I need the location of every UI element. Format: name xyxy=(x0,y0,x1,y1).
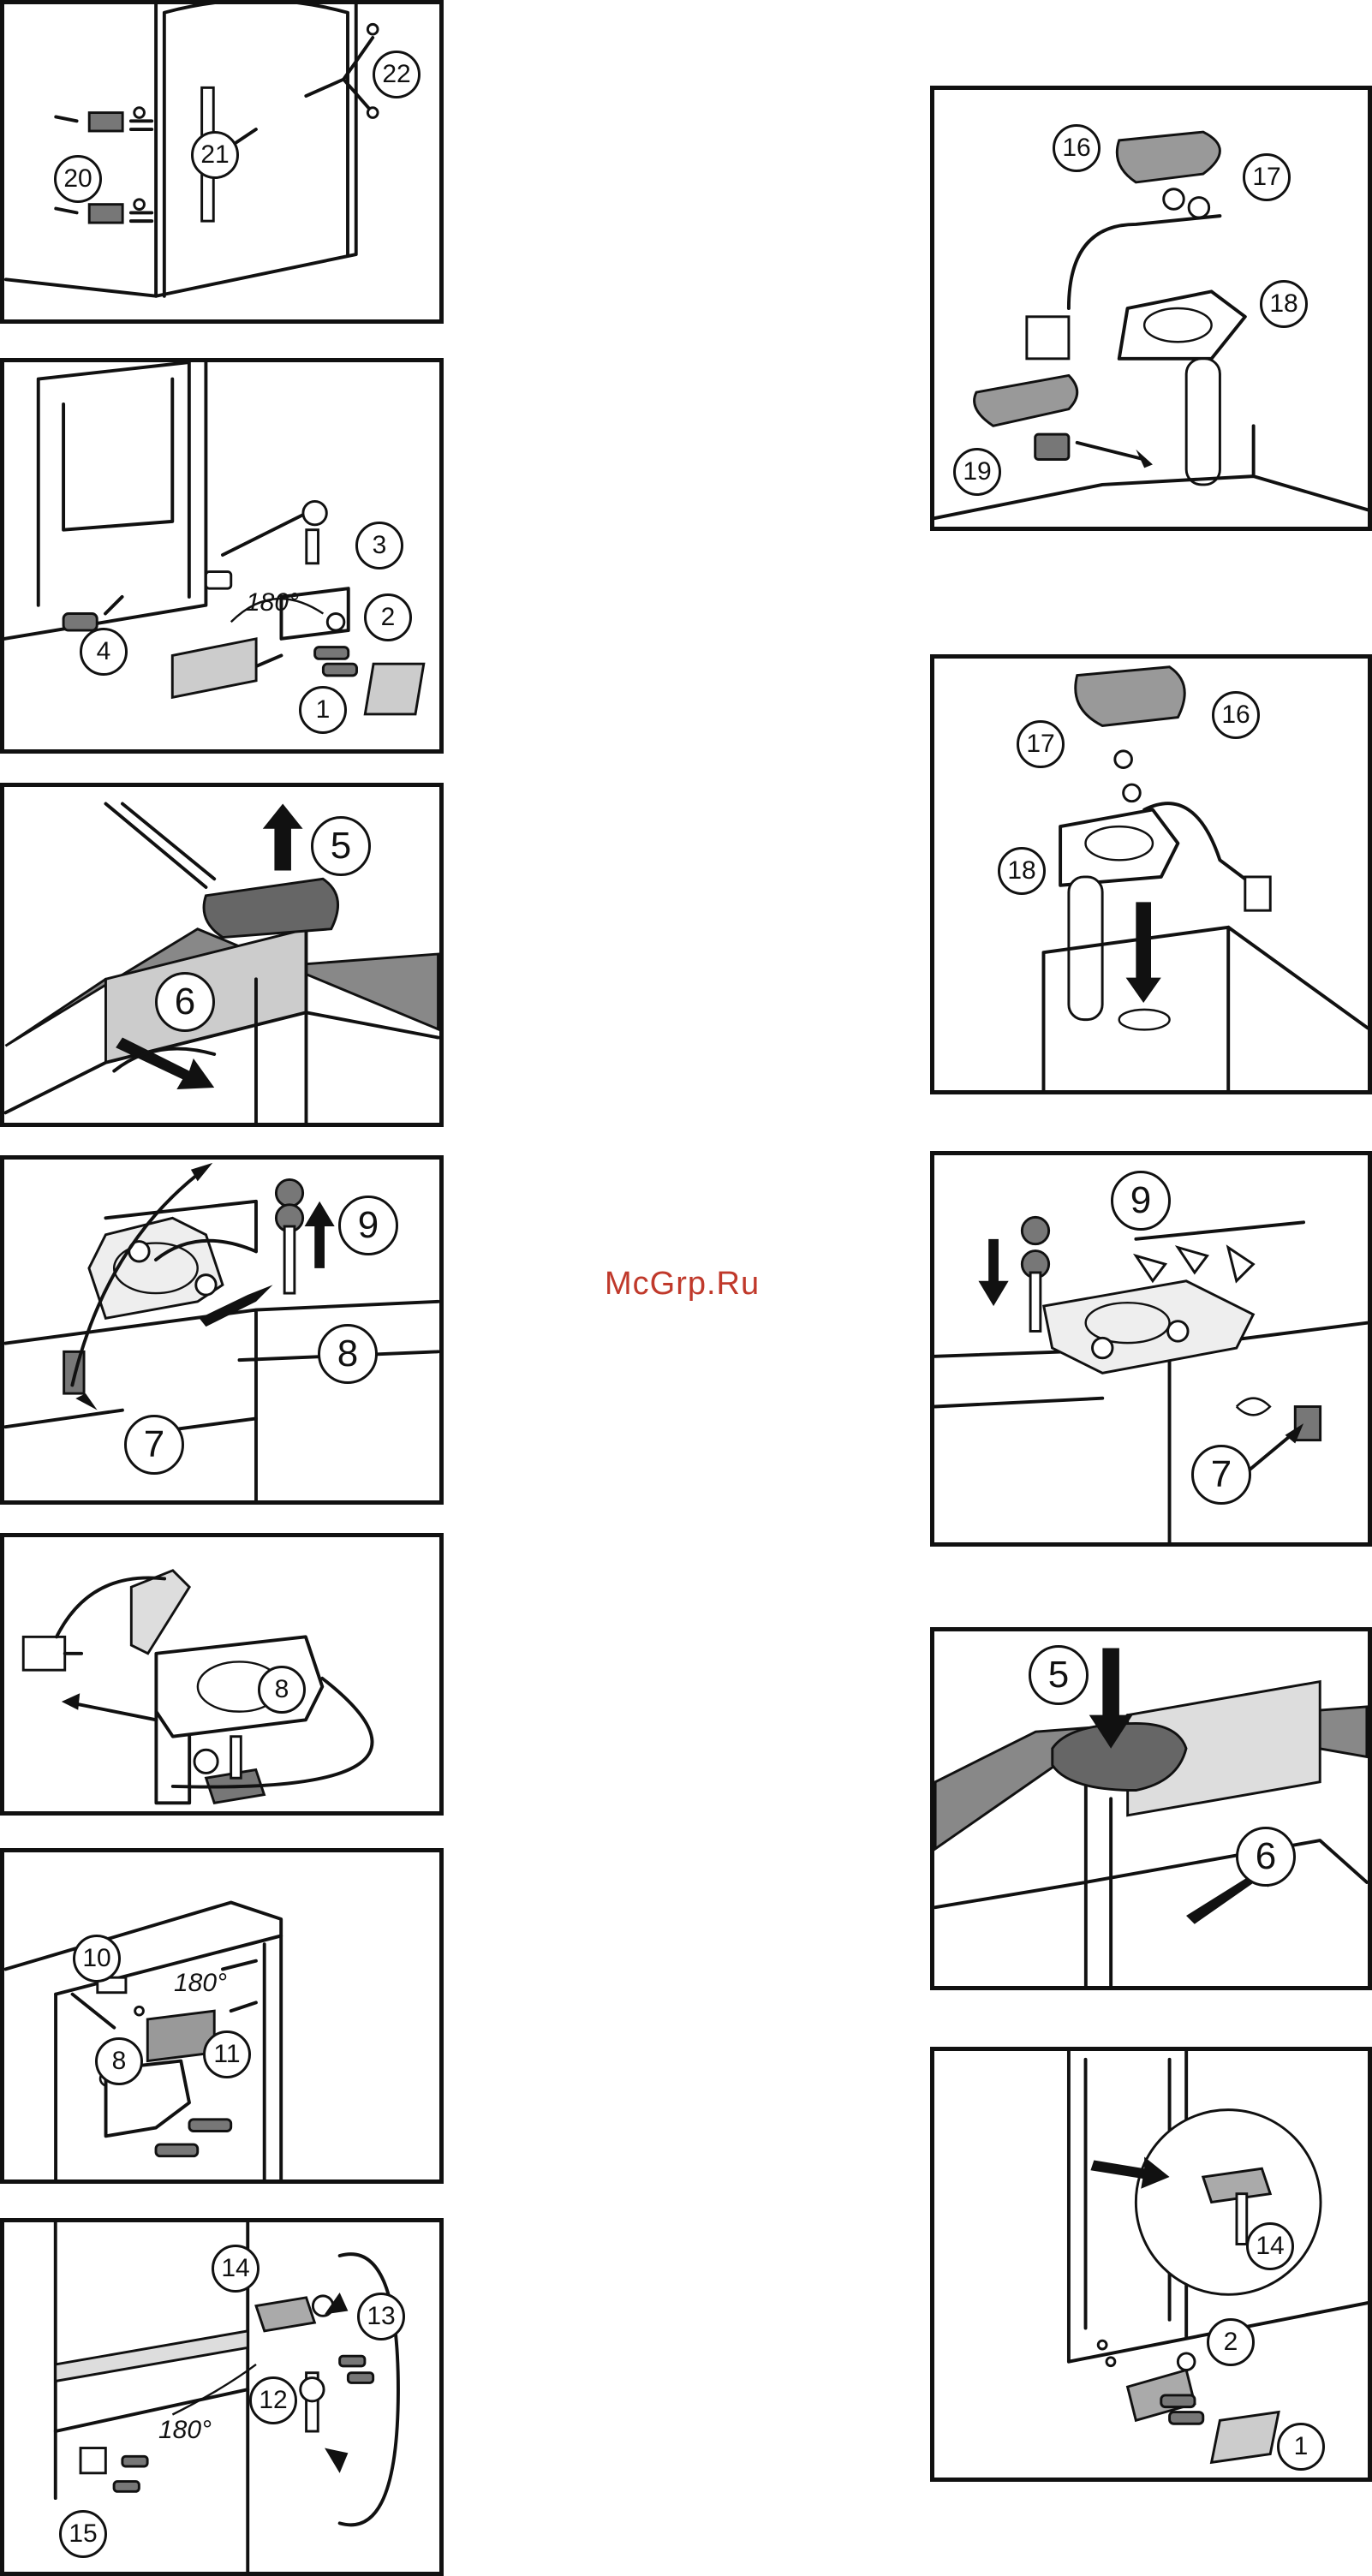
panel-middle-hinge: 180° 12 13 14 15 xyxy=(0,2218,444,2576)
callout-13: 13 xyxy=(357,2293,405,2340)
panel-top-hinge-removal: 16 17 18 19 xyxy=(930,86,1372,531)
callout-10: 10 xyxy=(73,1935,121,1983)
callout-7: 7 xyxy=(1191,1445,1251,1505)
panel-hinge-reverse: 8 xyxy=(0,1533,444,1816)
callout-17: 17 xyxy=(1243,153,1291,201)
callout-2: 2 xyxy=(364,593,412,641)
panel-bottom-hinge-install: 1 2 14 xyxy=(930,2047,1372,2482)
callout-16: 16 xyxy=(1053,124,1101,172)
callout-15: 15 xyxy=(59,2510,107,2558)
panel-bottom-hinge: 180° 1 2 3 4 xyxy=(0,358,444,754)
callout-16: 16 xyxy=(1212,691,1260,739)
callout-2: 2 xyxy=(1207,2318,1255,2366)
callout-17: 17 xyxy=(1017,720,1065,768)
panel-cover-removal: 5 6 xyxy=(0,783,444,1127)
panel-door-handles: 20 21 22 xyxy=(0,0,444,324)
callout-21: 21 xyxy=(191,131,239,179)
callout-19: 19 xyxy=(953,448,1001,496)
callout-8: 8 xyxy=(258,1666,306,1714)
callout-14: 14 xyxy=(1246,2222,1294,2270)
callout-7: 7 xyxy=(124,1415,184,1475)
callout-6: 6 xyxy=(155,972,215,1032)
panel-cover-install: 5 6 xyxy=(930,1627,1372,1990)
callout-1: 1 xyxy=(299,686,347,734)
callout-3: 3 xyxy=(355,522,403,569)
callout-14: 14 xyxy=(212,2245,259,2293)
callout-18: 18 xyxy=(1260,280,1308,328)
callout-8: 8 xyxy=(318,1324,378,1384)
callout-6: 6 xyxy=(1236,1827,1296,1887)
callout-5: 5 xyxy=(311,816,371,876)
callout-22: 22 xyxy=(373,51,421,98)
panel-hinge-mount: 7 9 xyxy=(930,1151,1372,1547)
panel-hinge-transfer: 180° 8 10 11 xyxy=(0,1848,444,2184)
angle-label: 180° xyxy=(158,2416,212,2445)
panel-hinge-unscrew: 7 8 9 xyxy=(0,1155,444,1505)
angle-label: 180° xyxy=(246,588,299,617)
callout-11: 11 xyxy=(203,2030,251,2078)
callout-9: 9 xyxy=(338,1196,398,1255)
callout-12: 12 xyxy=(249,2376,297,2424)
panel-top-hinge-install: 16 17 18 xyxy=(930,654,1372,1094)
callout-1: 1 xyxy=(1277,2423,1325,2471)
watermark-text: McGrp.Ru xyxy=(605,1266,760,1303)
callout-5: 5 xyxy=(1029,1645,1089,1705)
callout-4: 4 xyxy=(80,628,128,676)
callout-9: 9 xyxy=(1111,1171,1171,1231)
callout-18: 18 xyxy=(998,847,1046,895)
callout-8: 8 xyxy=(95,2037,143,2085)
callout-20: 20 xyxy=(54,155,102,203)
angle-label: 180° xyxy=(174,1969,227,1998)
